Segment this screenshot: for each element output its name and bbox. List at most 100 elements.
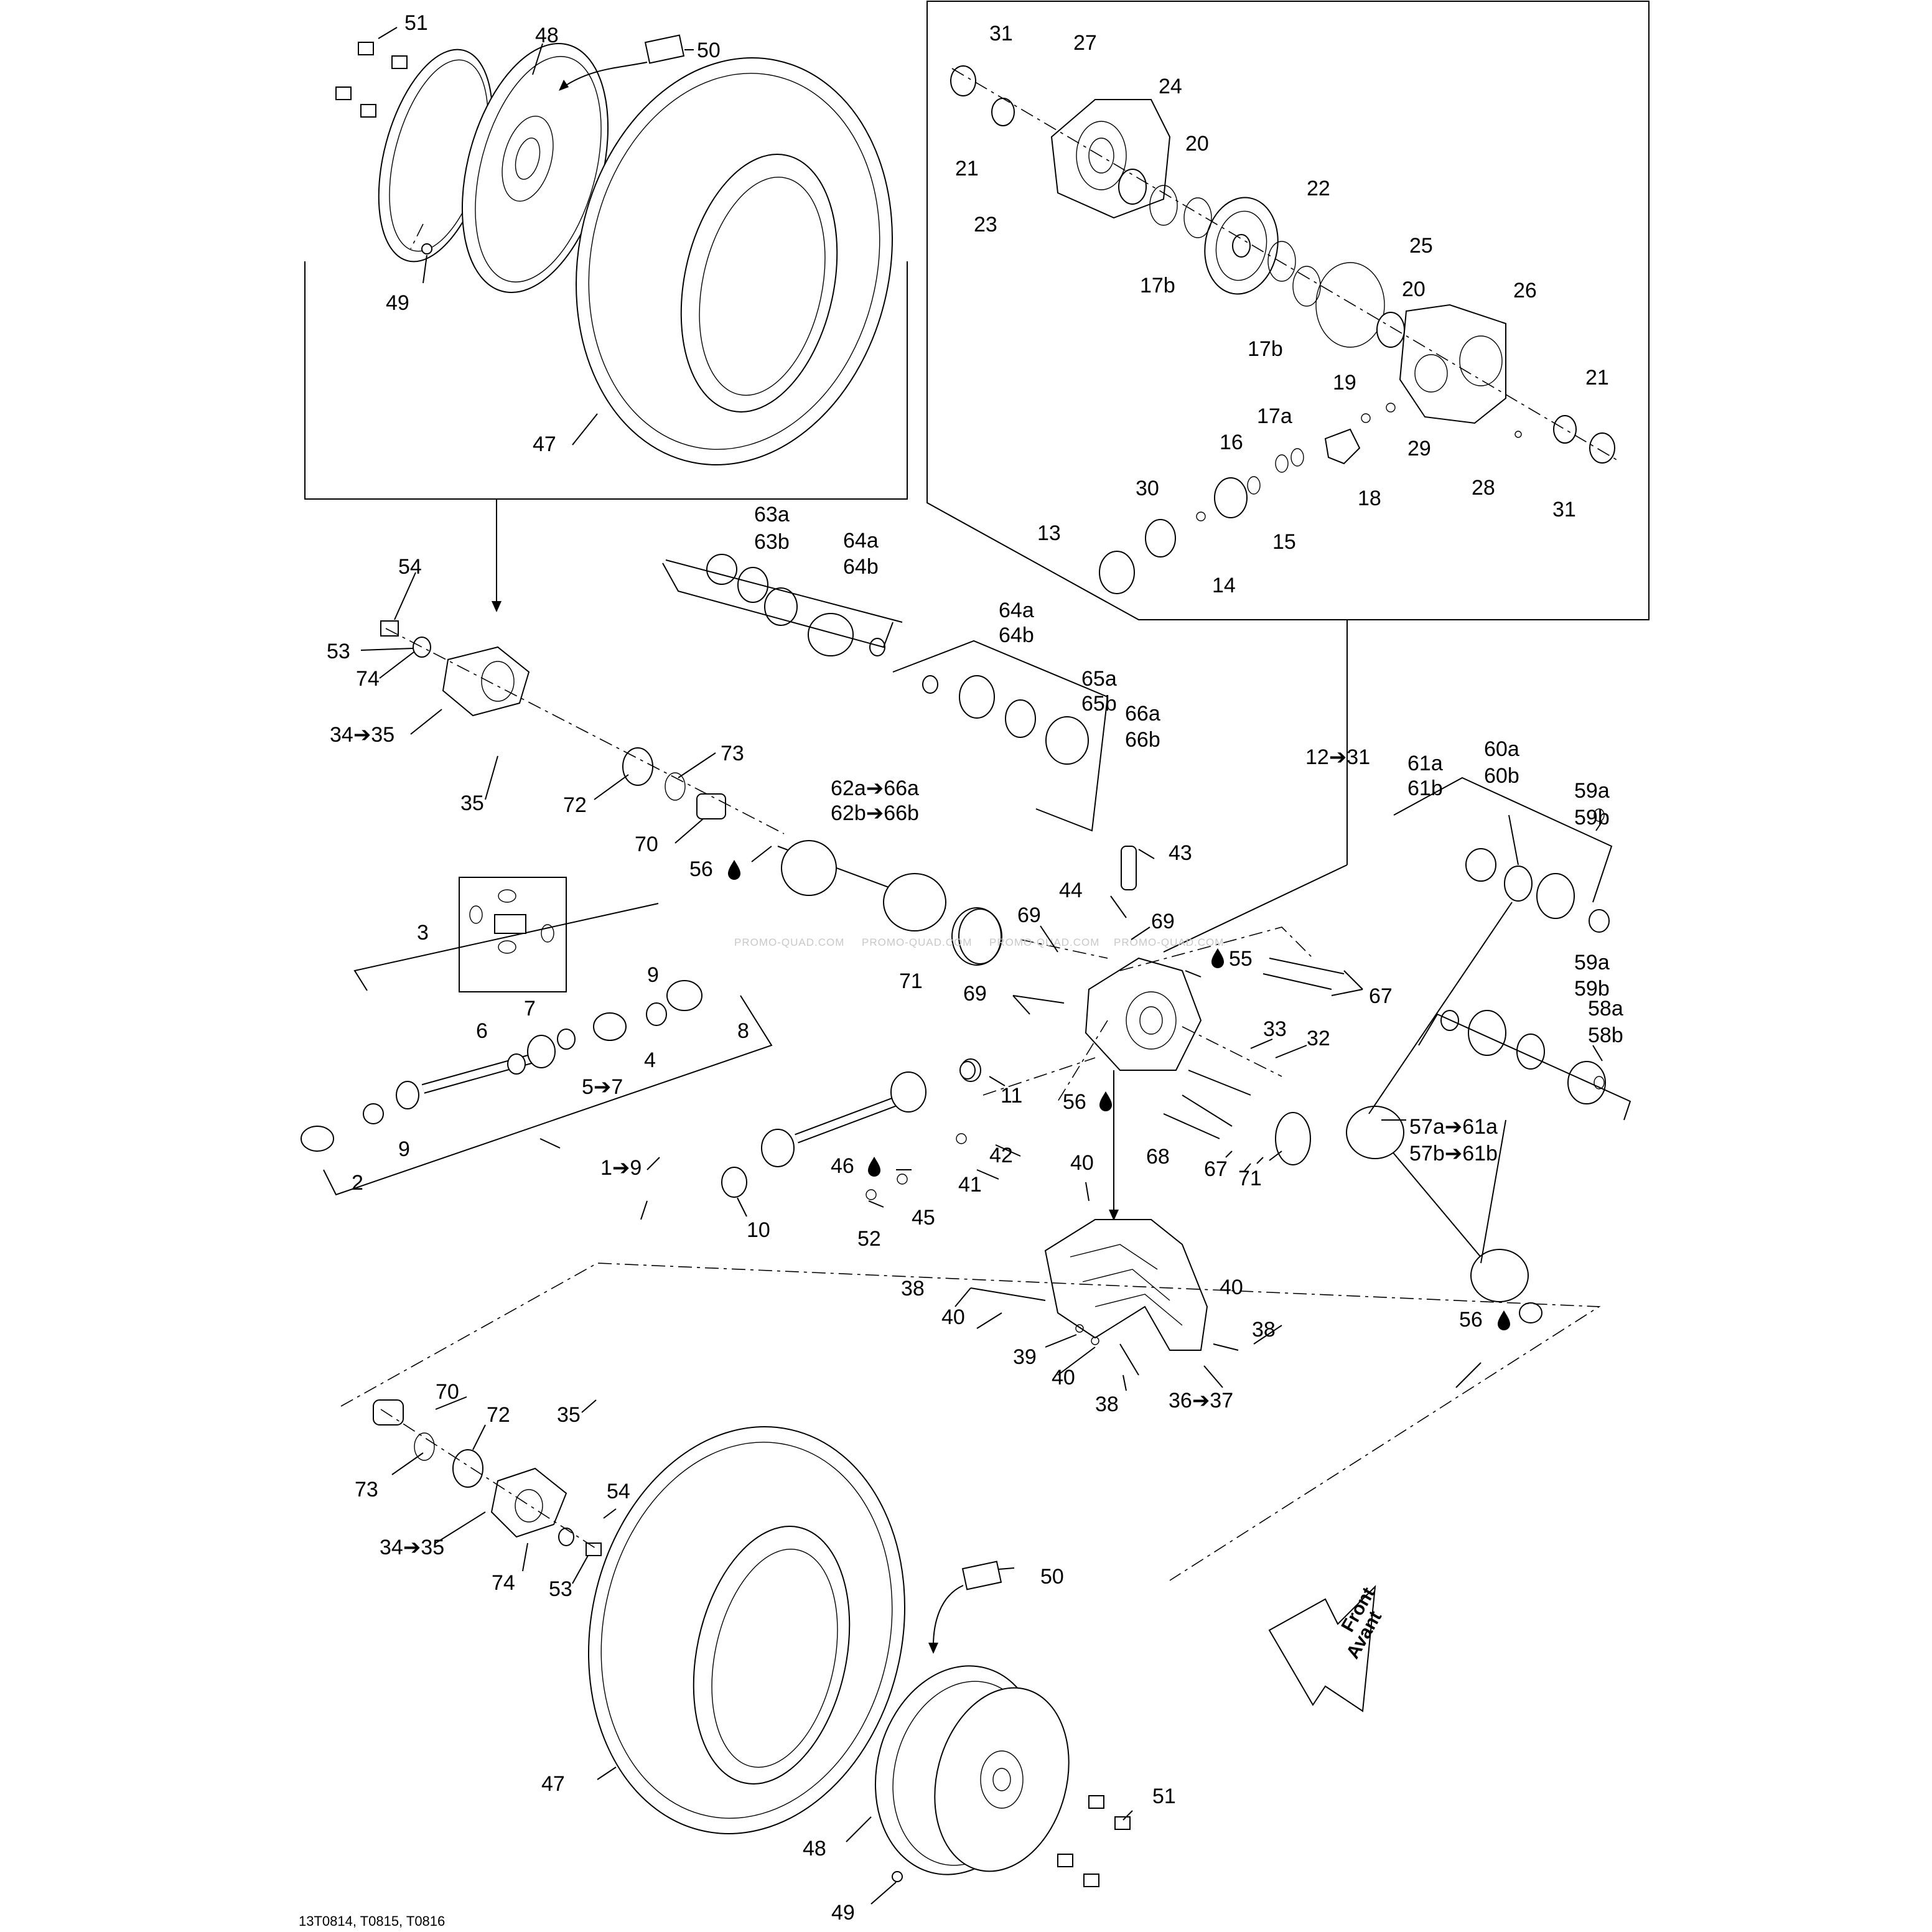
callout: 25 (1409, 234, 1433, 258)
callout: 60b (1484, 764, 1519, 788)
callout: 61a (1407, 752, 1443, 775)
callout: 26 (1513, 279, 1537, 302)
callout: 67 (1369, 984, 1393, 1008)
callout: 72 (487, 1403, 510, 1427)
figure-reference: 13T0814, T0815, T0816 (299, 1913, 445, 1929)
differential-housing (1399, 304, 1506, 424)
callout: 46 (831, 1154, 854, 1178)
u-joint-kit (469, 889, 554, 954)
callout: 56 (689, 857, 713, 881)
callout: 71 (1238, 1167, 1262, 1190)
callout: 11 (1001, 1084, 1022, 1108)
callout: 47 (533, 432, 556, 456)
callout: 32 (1307, 1027, 1330, 1050)
watermarks: PROMO-QUAD.COM PROMO-QUAD.COM PROMO-QUAD… (734, 936, 1223, 948)
callout: 74 (356, 667, 380, 691)
callout: 68 (1146, 1145, 1170, 1169)
callout: 10 (747, 1218, 770, 1242)
lubricant-drop-icon (728, 860, 740, 880)
callout: 51 (404, 11, 428, 35)
callout: 40 (1052, 1366, 1075, 1389)
callout: 66b (1125, 728, 1160, 752)
differential-bolts (1163, 958, 1345, 1139)
callout: 58a (1588, 997, 1623, 1020)
callout: 65a (1081, 667, 1117, 691)
lower-rim (874, 1665, 1070, 1875)
callout: 67 (1204, 1157, 1228, 1181)
callout: 54 (607, 1480, 630, 1503)
callout: 29 (1407, 437, 1431, 460)
callout: 17a (1257, 404, 1292, 428)
callout: 22 (1307, 177, 1330, 200)
upper-hub (380, 620, 726, 819)
callout: 16 (1220, 431, 1243, 454)
callout: 62a➔66a (831, 777, 919, 800)
callout: 59b (1574, 977, 1610, 1001)
callout: 69 (1151, 910, 1175, 933)
callout: 18 (1358, 487, 1381, 510)
callout: 52 (857, 1227, 881, 1251)
callout: 17b (1140, 274, 1175, 297)
callout: 40 (1220, 1276, 1243, 1299)
callout: 31 (1552, 498, 1576, 521)
callout: 12➔31 (1305, 745, 1370, 769)
upper-cv-kits (706, 554, 1089, 765)
callout: 9 (398, 1137, 410, 1161)
callout: 48 (803, 1837, 826, 1860)
lower-hub (373, 1399, 602, 1556)
lubricant-drop-icon (1099, 1091, 1112, 1111)
differential-box-frame (926, 1, 1650, 620)
callout: 40 (941, 1305, 965, 1329)
svg-text:PROMO-QUAD.COM: PROMO-QUAD.COM (989, 936, 1099, 948)
top-rim (378, 43, 609, 293)
lower-tire (588, 1426, 905, 1834)
callout: 49 (831, 1901, 855, 1925)
lower-lug-nuts (892, 1795, 1131, 1887)
callout: 71 (899, 969, 923, 993)
callout: 73 (721, 742, 744, 765)
propeller-shaft (301, 980, 702, 1152)
callout: 57b➔61b (1409, 1142, 1498, 1165)
callout-labels: 51 48 50 49 47 31 27 24 21 20 23 22 17b … (327, 11, 1623, 1925)
callout: 45 (912, 1206, 935, 1230)
differential-cover (1050, 99, 1171, 219)
kit-3-box (459, 877, 567, 992)
callout: 40 (1070, 1151, 1094, 1175)
top-tire (576, 57, 893, 465)
callout: 19 (1333, 371, 1356, 394)
callout: 55 (1229, 947, 1253, 971)
callout: 47 (541, 1772, 565, 1796)
callout: 38 (1095, 1393, 1119, 1416)
callout: 63a (754, 503, 790, 526)
callout: 9 (647, 963, 659, 987)
callout: 41 (958, 1173, 982, 1197)
lower-valve-cap (961, 1561, 1002, 1590)
callout: 1➔9 (600, 1156, 642, 1180)
callout: 59b (1574, 806, 1610, 829)
callout: 5➔7 (582, 1075, 623, 1099)
leader-lines (360, 27, 1603, 1905)
callout: 35 (460, 791, 484, 815)
lubricant-drop-icon (868, 1157, 880, 1177)
callout: 66a (1125, 702, 1160, 726)
callout: 23 (974, 213, 997, 236)
lubricant-drop-icon (1498, 1310, 1510, 1330)
top-valve-cap (644, 34, 685, 64)
callout: 54 (398, 555, 422, 579)
callout: 69 (1017, 903, 1041, 927)
callout: 8 (737, 1019, 749, 1043)
callout: 59a (1574, 951, 1610, 974)
callout: 21 (1585, 366, 1609, 390)
callout: 51 (1152, 1785, 1176, 1808)
callout: 70 (635, 833, 658, 856)
callout: 36➔37 (1169, 1389, 1233, 1412)
callout: 64a (843, 529, 879, 553)
callout: 59a (1574, 779, 1610, 803)
callout: 73 (355, 1478, 378, 1501)
callout: 44 (1059, 879, 1083, 902)
callout: 33 (1263, 1017, 1287, 1041)
rear-differential (958, 846, 1311, 1165)
callout: 50 (697, 39, 721, 62)
callout: 43 (1169, 841, 1192, 865)
callout: 2 (352, 1171, 363, 1195)
